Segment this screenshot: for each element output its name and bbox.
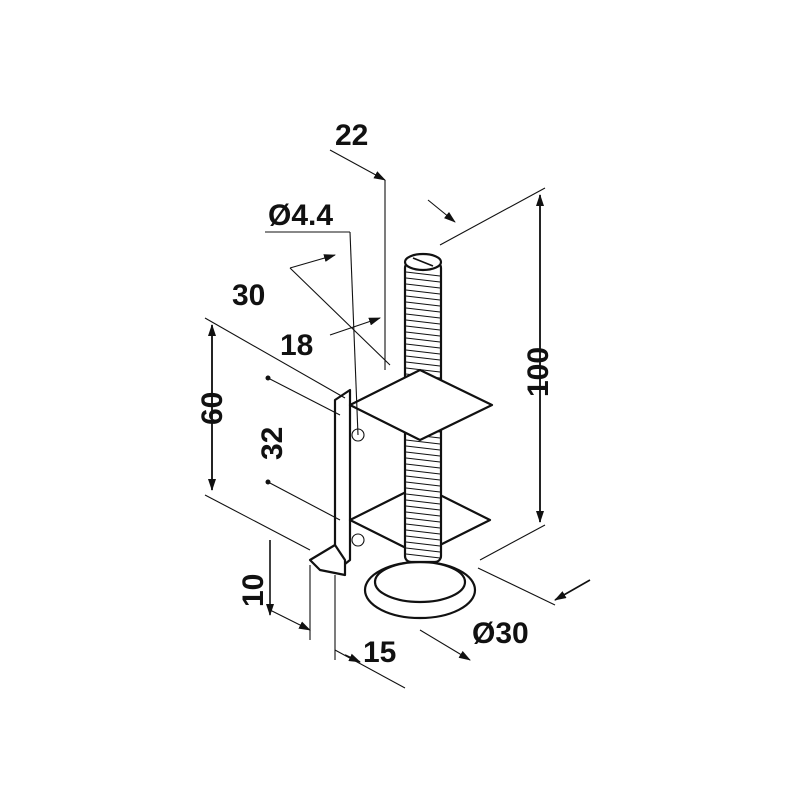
mounting-hole-lower xyxy=(351,533,365,547)
foot-disc xyxy=(363,560,477,620)
dim-hole-diameter: Ø4.4 xyxy=(268,199,333,232)
thread-line xyxy=(405,493,441,499)
thread-line xyxy=(405,355,441,361)
thread-line xyxy=(405,457,441,463)
dim-foot-diameter: Ø30 xyxy=(472,617,529,650)
dim-22: 22 xyxy=(335,119,368,152)
thread-line xyxy=(405,445,441,451)
thread-line xyxy=(405,331,441,337)
thread-line xyxy=(405,271,441,277)
thread-line xyxy=(405,343,441,349)
dim-15: 15 xyxy=(363,636,396,669)
thread-line xyxy=(405,325,441,331)
thread-line xyxy=(405,517,441,523)
thread-line xyxy=(405,301,441,307)
thread-line xyxy=(405,367,441,373)
thread-line xyxy=(405,481,441,487)
thread-line xyxy=(405,307,441,313)
thread-line xyxy=(405,289,441,295)
dim-32: 32 xyxy=(256,427,289,460)
thread-line xyxy=(405,283,441,289)
thread-line xyxy=(405,439,441,445)
thread-line xyxy=(405,535,441,541)
thread-line xyxy=(405,523,441,529)
thread-line xyxy=(405,277,441,283)
dim-18: 18 xyxy=(280,329,313,362)
thread-line xyxy=(405,487,441,493)
thread-line xyxy=(405,553,441,559)
upper-plate xyxy=(348,368,494,442)
dim-100: 100 xyxy=(522,347,555,397)
dimension-lines xyxy=(204,149,591,689)
thread-line xyxy=(405,475,441,481)
thread-line xyxy=(405,337,441,343)
dim-10: 10 xyxy=(237,574,270,607)
thread-line xyxy=(405,529,441,535)
thread-line xyxy=(405,511,441,517)
thread-line xyxy=(405,349,441,355)
thread-line xyxy=(405,463,441,469)
thread-line xyxy=(405,295,441,301)
thread-line xyxy=(405,361,441,367)
thread-line xyxy=(405,451,441,457)
dim-60: 60 xyxy=(196,392,229,425)
thread-line xyxy=(405,499,441,505)
thread-line xyxy=(405,541,441,547)
thread-line xyxy=(405,319,441,325)
thread-line xyxy=(405,313,441,319)
thread-line xyxy=(405,505,441,511)
thread-line xyxy=(405,469,441,475)
dim-30: 30 xyxy=(232,279,265,312)
thread-line xyxy=(405,547,441,553)
bracket xyxy=(308,388,365,577)
